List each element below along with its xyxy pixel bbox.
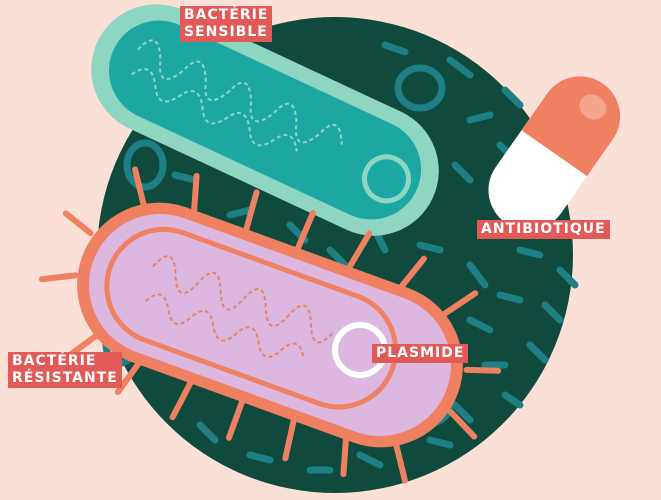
- label-resistant-line2: RÉSISTANTE: [12, 370, 118, 387]
- label-antibiotic: ANTIBIOTIQUE: [477, 220, 610, 239]
- label-resistant-line1: BACTÉRIE: [12, 353, 118, 370]
- label-sensitive-bacterium: BACTÉRIE SENSIBLE: [180, 6, 272, 42]
- label-sensitive-line1: BACTÉRIE: [184, 7, 268, 24]
- label-resistant-bacterium: BACTÉRIE RÉSISTANTE: [8, 352, 122, 388]
- label-plasmid-text: PLASMIDE: [376, 345, 464, 362]
- label-sensitive-line2: SENSIBLE: [184, 24, 268, 41]
- label-antibiotic-text: ANTIBIOTIQUE: [481, 221, 606, 238]
- label-plasmid: PLASMIDE: [372, 344, 468, 363]
